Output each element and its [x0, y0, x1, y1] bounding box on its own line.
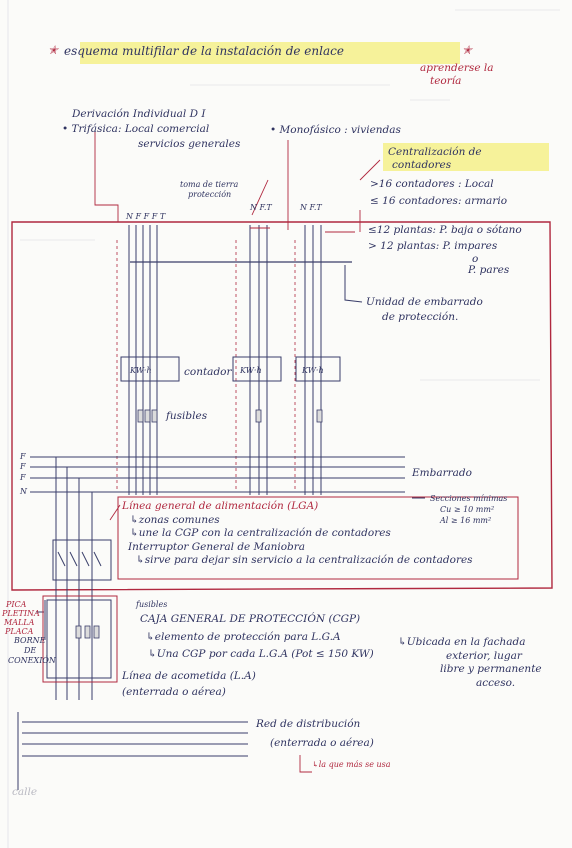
secciones-value: Cu ≥ 10 mm² — [440, 505, 495, 514]
unidad-label: Unidad de embarrado — [366, 296, 483, 308]
distribution-lines — [22, 721, 248, 757]
borne-label: DE — [24, 646, 37, 655]
dashed-guides — [116, 240, 296, 490]
title-note: aprenderse la — [420, 62, 494, 74]
secciones-value: Al ≥ 16 mm² — [440, 516, 492, 525]
lga-detail: ↳zonas comunes — [130, 514, 220, 526]
servicios-text: servicios generales — [138, 138, 241, 150]
page-title: esquema multifilar de la instalación de … — [64, 44, 344, 58]
bleedthrough — [20, 9, 560, 381]
lga-detail: ↳une la CGP con la centralización de con… — [130, 527, 391, 539]
toma-tierra-label: toma de tierra — [180, 180, 239, 189]
igm-detail: ↳sirve para dejar sin servicio a la cent… — [136, 554, 473, 566]
cgp-heading: CAJA GENERAL DE PROTECCIÓN (CGP) — [140, 613, 361, 625]
meter-box-3 — [295, 356, 341, 382]
borne-label: BORNE — [14, 636, 46, 645]
borne-label: CONEXIÓN — [8, 656, 56, 665]
secciones-heading: Secciones mínimas — [430, 494, 508, 503]
cgp-detail: ↳elemento de protección para L.G.A — [146, 631, 341, 643]
ubicada-text: acceso. — [476, 677, 516, 689]
meter-label: KW·h — [240, 366, 262, 375]
meter-box-1 — [120, 356, 180, 382]
red-note: ↳la que más se usa — [312, 760, 391, 769]
bus-label-n: N — [20, 487, 27, 496]
header-arrows — [94, 132, 381, 773]
pica-label: PLACA — [5, 627, 34, 636]
cgp-detail: ↳Una CGP por cada L.G.A (Pot ≤ 150 KW) — [148, 648, 374, 660]
pica-label: MALLA — [4, 618, 35, 627]
calle-label: calle — [12, 786, 38, 798]
red-heading: Red de distribución — [256, 718, 361, 730]
conductor-labels: N F F F T — [126, 212, 166, 221]
unidad-arrow — [344, 265, 363, 303]
centralizacion-title: contadores — [392, 159, 452, 171]
wire-group-2 — [249, 225, 268, 495]
acometida-detail: (enterrada o aérea) — [122, 686, 226, 698]
centralizacion-line: ≤12 plantas: P. baja o sótano — [368, 224, 522, 236]
di-heading: Derivación Individual D I — [72, 108, 206, 120]
cgp-red-outline — [42, 595, 118, 683]
bus-label-f: F — [20, 452, 26, 461]
title-note: teoría — [430, 75, 462, 87]
wire-group-1 — [128, 225, 158, 495]
conductor-labels: N F.T — [250, 203, 272, 212]
conductor-labels: N F.T — [300, 203, 322, 212]
igm-heading: Interruptor General de Maniobra — [128, 541, 306, 553]
centralizacion-highlight — [383, 143, 549, 171]
centralizacion-line: P. pares — [468, 264, 510, 276]
meter-label: KW·h — [302, 366, 324, 375]
unidad-label: de protección. — [382, 311, 459, 323]
title-highlight — [80, 42, 460, 64]
fusibles-label: fusibles — [166, 410, 208, 422]
lga-heading: Línea general de alimentación (LGA) — [122, 500, 319, 512]
lga-wires — [55, 457, 93, 700]
igm-box — [52, 539, 112, 581]
lga-box — [117, 496, 519, 580]
pica-label: PLETINA — [2, 609, 40, 618]
star-icon: ✭ — [462, 43, 473, 57]
cgp-box — [46, 599, 112, 679]
monofasico-text: • Monofásico : viviendas — [270, 124, 401, 136]
acometida-heading: Línea de acometida (L.A) — [122, 670, 256, 682]
centralizacion-title: Centralización de — [388, 146, 482, 158]
centralizacion-line: >16 contadores : Local — [370, 178, 494, 190]
centralizacion-line: o — [472, 253, 479, 265]
pica-label: PICA — [6, 600, 27, 609]
wire-group-3 — [304, 225, 322, 495]
ubicada-text: ↳Ubicada en la fachada — [398, 636, 526, 648]
building-enclosure — [11, 221, 553, 591]
contador-label: contador — [184, 366, 232, 378]
meter-label: KW·h — [130, 366, 152, 375]
cgp-fusibles-label: fusibles — [136, 600, 168, 609]
centralizacion-line: ≤ 16 contadores: armario — [370, 195, 508, 207]
igm-switches — [57, 551, 102, 567]
bus-label-f: F — [20, 473, 26, 482]
trifasica-text: • Trifásica: Local comercial — [62, 123, 210, 135]
toma-tierra-label: protección — [188, 190, 232, 199]
fuses-row — [137, 409, 323, 423]
red-detail: (enterrada o aérea) — [270, 737, 374, 749]
busbars — [30, 456, 405, 493]
ubicada-text: libre y permanente — [440, 663, 542, 675]
star-icon: ✭ — [48, 43, 59, 57]
centralizacion-line: > 12 plantas: P. impares — [368, 240, 498, 252]
ubicada-text: exterior, lugar — [446, 650, 522, 662]
bus-label-f: F — [20, 462, 26, 471]
cgp-fuses — [75, 625, 100, 639]
meter-box-2 — [232, 356, 282, 382]
embarrado-label: Embarrado — [412, 467, 472, 479]
